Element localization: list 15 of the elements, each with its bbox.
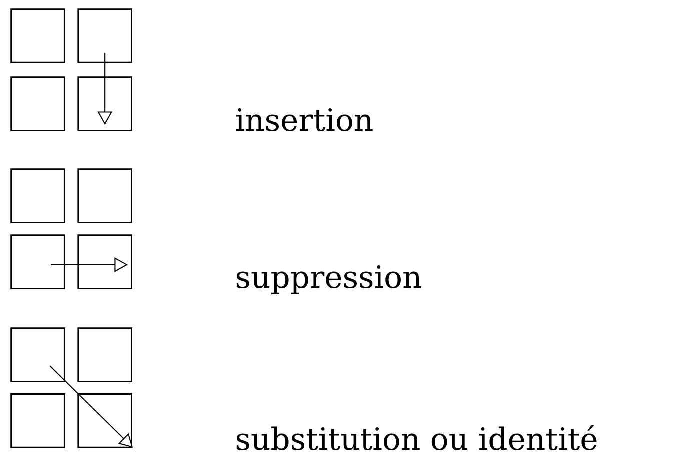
operation-label: suppression [236, 266, 422, 294]
square-box [10, 168, 66, 224]
square-box [78, 76, 132, 132]
operation-label: substitution ou identité [236, 426, 597, 450]
square-box [78, 394, 132, 448]
square-box [10, 76, 66, 132]
square-box [10, 8, 66, 64]
square-box [78, 234, 132, 290]
square-box [10, 394, 66, 448]
square-box [10, 234, 66, 290]
square-box [78, 8, 132, 64]
square-box [78, 168, 132, 224]
operation-label: insertion [236, 108, 373, 132]
square-box [78, 328, 132, 382]
square-box [10, 328, 66, 382]
